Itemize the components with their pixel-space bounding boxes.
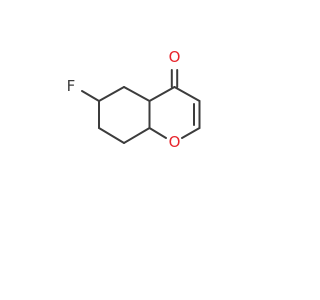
atom-label-carbonyl-oxygen: O	[169, 48, 181, 66]
bond-c2-o1	[181, 127, 201, 139]
bond-c7-c8	[98, 127, 125, 144]
bond-c4-c3	[173, 86, 201, 102]
molecule-structure: F O O	[67, 48, 201, 151]
bond-layer	[81, 69, 201, 144]
bond-c5-c6	[98, 86, 125, 102]
bond-o1-c8a	[148, 127, 167, 139]
bond-c4a-c5	[123, 86, 151, 102]
molecule-canvas: F O O	[66, 48, 201, 151]
bond-c8-c8a	[123, 127, 151, 144]
atom-label-fluorine: F	[67, 77, 76, 95]
bond-c6-f	[81, 90, 100, 102]
atom-label-ring-oxygen: O	[169, 133, 181, 151]
atom-labels: F O O	[67, 48, 181, 151]
bond-c4a-c4	[148, 86, 176, 102]
